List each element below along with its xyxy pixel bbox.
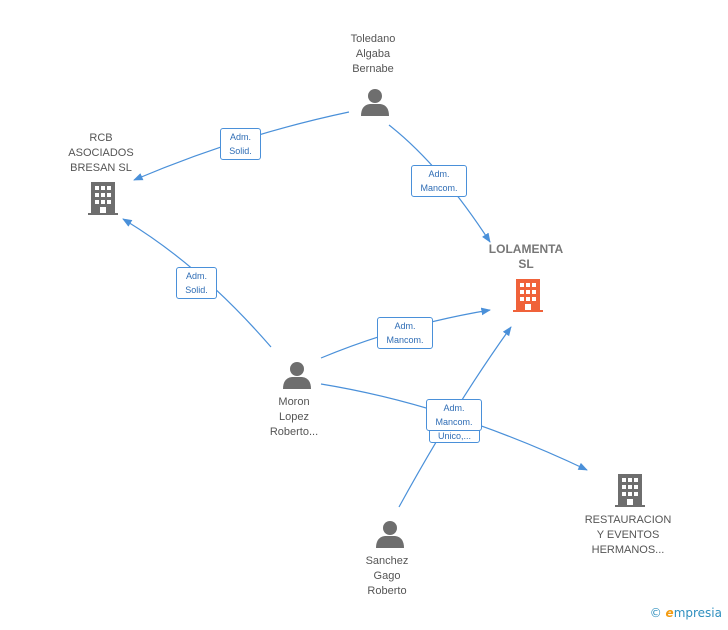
node-name-line: Lopez	[279, 411, 309, 423]
edge-label-line: Solid.	[185, 285, 208, 295]
node-name-line: ASOCIADOS	[68, 147, 134, 159]
node-name-line: Roberto...	[269, 426, 319, 438]
edge-label-line: Adm.	[428, 169, 450, 179]
building-icon[interactable]	[88, 182, 118, 215]
main-company-building-icon[interactable]	[513, 279, 543, 312]
node-name-line: LOLAMENTA	[488, 242, 564, 256]
node-name-line: Roberto	[367, 585, 407, 597]
node-name-line: SL	[518, 257, 534, 271]
node-label-lolamenta[interactable]: LOLAMENTA SL	[476, 242, 576, 272]
node-name-line: Bernabe	[352, 63, 394, 75]
edge-label-moron-lolamenta[interactable]: Adm. Mancom.	[377, 317, 433, 349]
node-name-line: Y EVENTOS	[596, 529, 660, 541]
edge-label-toledano-lolamenta[interactable]: Adm. Mancom.	[411, 165, 467, 197]
edge-label-line: Adm.	[229, 132, 251, 142]
edge-label-line: Solid.	[229, 146, 252, 156]
node-name-line: Sanchez	[365, 555, 409, 567]
edge-label-line: Adm.	[185, 271, 207, 281]
node-name-line: Toledano	[350, 33, 396, 45]
brand-e: e	[665, 606, 674, 620]
node-label-rcb[interactable]: RCB ASOCIADOS BRESAN SL	[56, 131, 146, 176]
node-name-line: HERMANOS...	[591, 544, 665, 556]
node-name-line: RESTAURACION	[584, 514, 672, 526]
person-icon[interactable]	[376, 521, 404, 548]
node-name-line: Algaba	[355, 48, 391, 60]
edge-label-sanchez-lolamenta[interactable]: Adm. Mancom.	[426, 399, 482, 431]
node-name-line: BRESAN SL	[70, 162, 132, 174]
person-icon[interactable]	[361, 89, 389, 116]
building-icon[interactable]	[615, 474, 645, 507]
edge-label-line: Adm.	[443, 403, 465, 413]
edge-label-line: Adm.	[394, 321, 416, 331]
node-name-line: Moron	[278, 396, 310, 408]
node-label-restauracion[interactable]: RESTAURACION Y EVENTOS HERMANOS...	[578, 513, 678, 558]
edge-label-line: Mancom.	[420, 183, 458, 193]
edge-label-moron-rcb[interactable]: Adm. Solid.	[176, 267, 217, 299]
node-label-toledano[interactable]: Toledano Algaba Bernabe	[333, 32, 413, 77]
person-icon[interactable]	[283, 362, 311, 389]
edge-label-toledano-rcb[interactable]: Adm. Solid.	[220, 128, 261, 160]
empresia-logo: © empresia	[650, 606, 722, 620]
node-name-line: RCB	[89, 132, 113, 144]
edge-label-line: Unico,...	[437, 431, 471, 441]
edge-label-line: Mancom.	[386, 335, 424, 345]
brand-text: mpresia	[673, 606, 722, 620]
edge-label-line: Mancom.	[435, 417, 473, 427]
node-label-moron[interactable]: Moron Lopez Roberto...	[254, 395, 334, 440]
node-name-line: Gago	[373, 570, 401, 582]
node-label-sanchez[interactable]: Sanchez Gago Roberto	[347, 554, 427, 599]
copyright-symbol: ©	[649, 606, 662, 620]
